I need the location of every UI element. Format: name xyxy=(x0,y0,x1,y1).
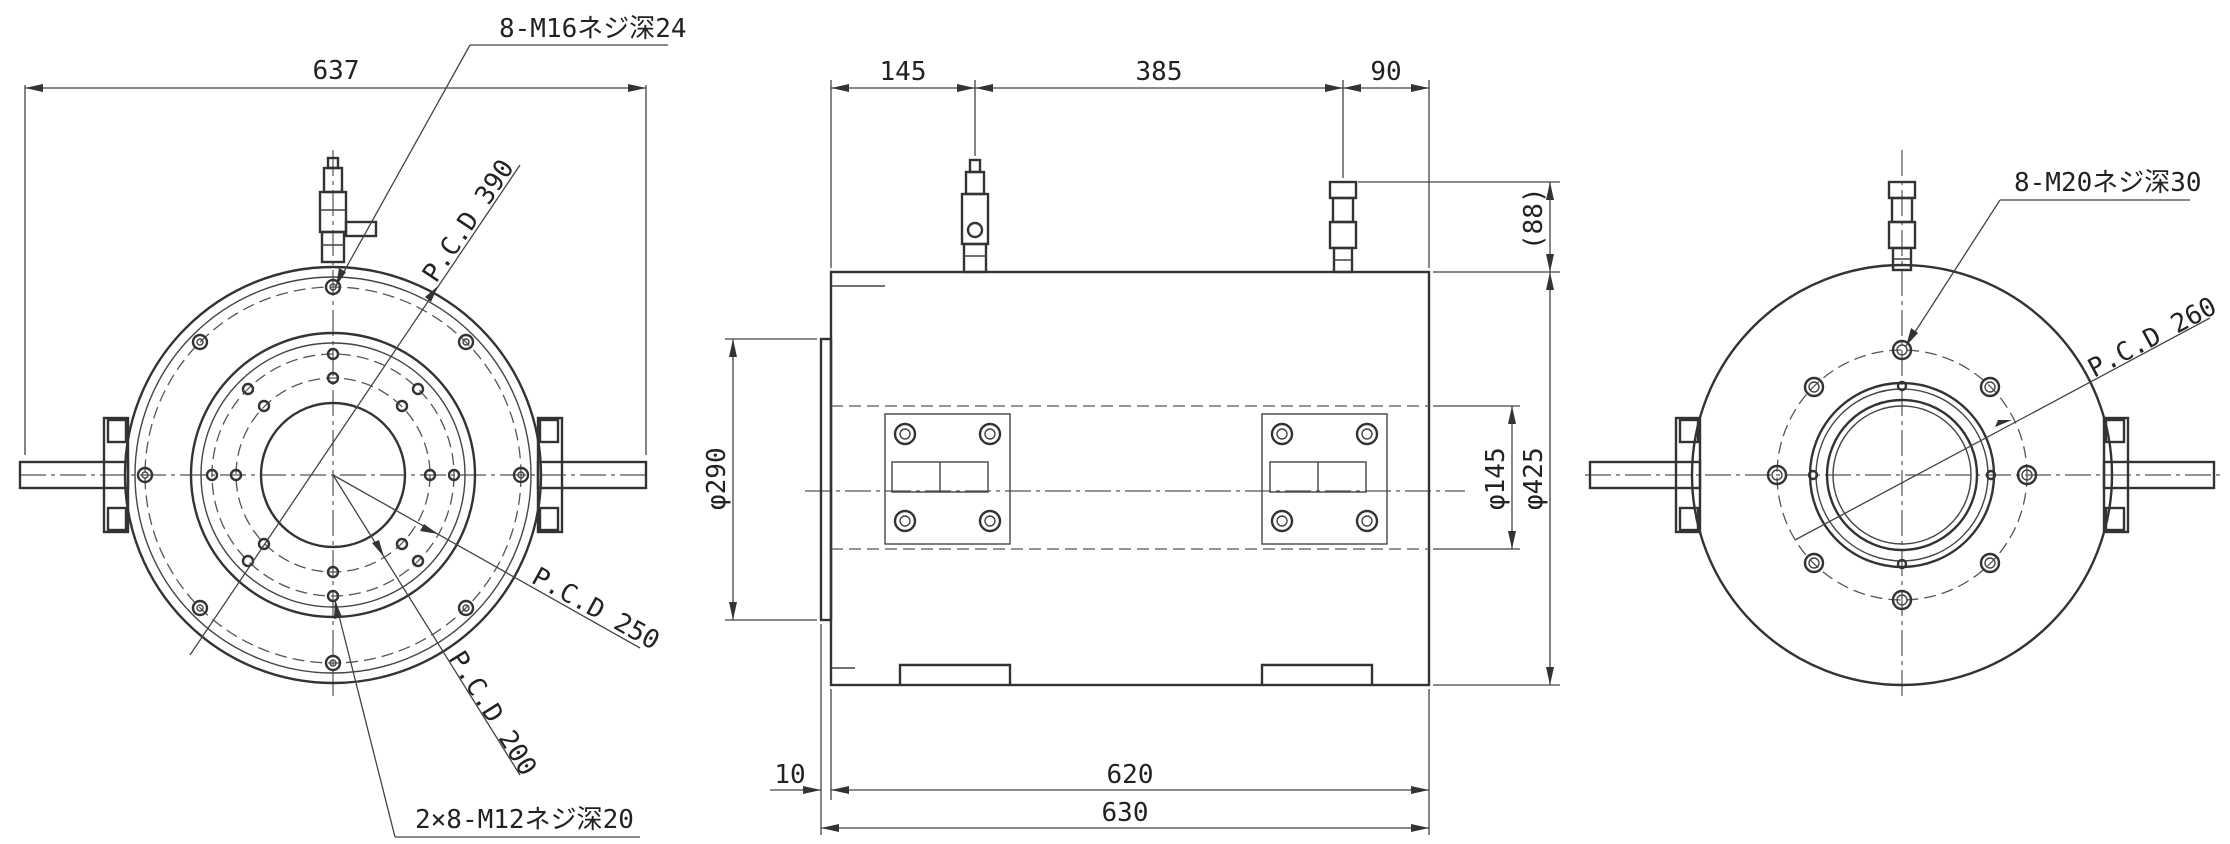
rear-left-lug xyxy=(1588,416,1702,534)
rear-bore-outer xyxy=(1825,398,1979,552)
front-m12-leader xyxy=(334,599,640,838)
rear-pcd260-circle xyxy=(1776,349,2028,601)
front-view: 637 8-M16ネジ深24 P.C.D 390 P.C.D 250 P.C.D… xyxy=(18,14,687,838)
label-8-m16: 8-M16ネジ深24 xyxy=(499,14,687,44)
dim-145: 145 xyxy=(880,57,927,87)
label-pcd260: P.C.D 260 xyxy=(2083,292,2221,385)
front-left-lug xyxy=(18,416,130,534)
dim-10: 10 xyxy=(774,760,805,790)
front-flange-outline xyxy=(123,265,543,685)
front-flange-inner-edge xyxy=(134,276,532,674)
front-pcd200-circle xyxy=(235,377,431,573)
rear-pcd260-diameter-line xyxy=(1794,317,2211,541)
front-body-ring-inner xyxy=(200,342,466,608)
pcd260-arrow xyxy=(1995,420,2012,427)
rear-m20-holes xyxy=(1766,339,2038,611)
front-bore xyxy=(259,401,407,549)
label-pcd200: P.C.D 200 xyxy=(442,646,542,781)
side-phi145-dimension xyxy=(1433,405,1520,550)
front-top-fitting xyxy=(318,156,378,264)
front-m12-holes-inner xyxy=(229,371,437,579)
rear-view: 8-M20ネジ深30 P.C.D 260 xyxy=(1585,150,2222,700)
dim-637: 637 xyxy=(313,56,360,86)
side-fitting-height-dimension xyxy=(1358,181,1560,273)
dim-phi145: φ145 xyxy=(1481,447,1511,510)
dim-90: 90 xyxy=(1370,57,1401,87)
rear-small-holes xyxy=(1807,380,1997,570)
pcd390-arrow xyxy=(425,286,438,302)
side-body-outline xyxy=(829,270,1431,687)
rear-bore-inner xyxy=(1832,405,1972,545)
front-right-lug xyxy=(536,416,648,534)
side-top-dimension xyxy=(830,80,1430,268)
side-right-plate xyxy=(1261,413,1388,545)
side-pilot-step xyxy=(819,337,833,622)
front-body-ring-outer xyxy=(189,331,477,619)
dim-phi425: φ425 xyxy=(1519,447,1549,510)
side-view: 145 385 90 (88) φ290 φ145 xyxy=(702,57,1560,835)
rear-top-fitting xyxy=(1887,180,1917,272)
front-pcd390-circle xyxy=(144,286,522,664)
side-phi290-dimension xyxy=(725,338,817,621)
front-pcd250-leader xyxy=(332,474,641,649)
dim-620: 620 xyxy=(1107,760,1154,790)
label-8-m20: 8-M20ネジ深30 xyxy=(2014,168,2202,198)
pcd200-arrow xyxy=(372,540,384,557)
side-bottom-recess-right xyxy=(1260,663,1374,685)
dim-88: (88) xyxy=(1519,187,1549,250)
rear-m20-leader xyxy=(1905,199,2190,347)
dim-phi290: φ290 xyxy=(702,447,732,510)
side-bottom-dimension xyxy=(770,624,1430,835)
dim-385: 385 xyxy=(1136,57,1183,87)
pcd250-arrow xyxy=(420,524,438,534)
front-pcd250-circle xyxy=(211,353,455,597)
side-left-fitting xyxy=(960,158,990,274)
side-bottom-recess-left xyxy=(898,663,1012,685)
front-pcd390-diameter-line xyxy=(189,164,521,656)
dim-630: 630 xyxy=(1102,798,1149,828)
front-m16-holes xyxy=(136,278,530,672)
rear-right-lug xyxy=(2102,416,2216,534)
side-right-fitting xyxy=(1328,180,1358,274)
rear-body-outline xyxy=(1690,263,2114,687)
front-width-dimension xyxy=(24,84,647,455)
label-pcd250: P.C.D 250 xyxy=(527,562,665,657)
side-left-plate xyxy=(884,413,1011,545)
side-phi425-dimension xyxy=(1433,272,1560,686)
front-pcd200-leader xyxy=(332,474,521,776)
front-m16-leader xyxy=(335,44,668,287)
label-pcd390: P.C.D 390 xyxy=(417,154,521,288)
label-2x8-m12: 2×8-M12ネジ深20 xyxy=(415,805,634,835)
